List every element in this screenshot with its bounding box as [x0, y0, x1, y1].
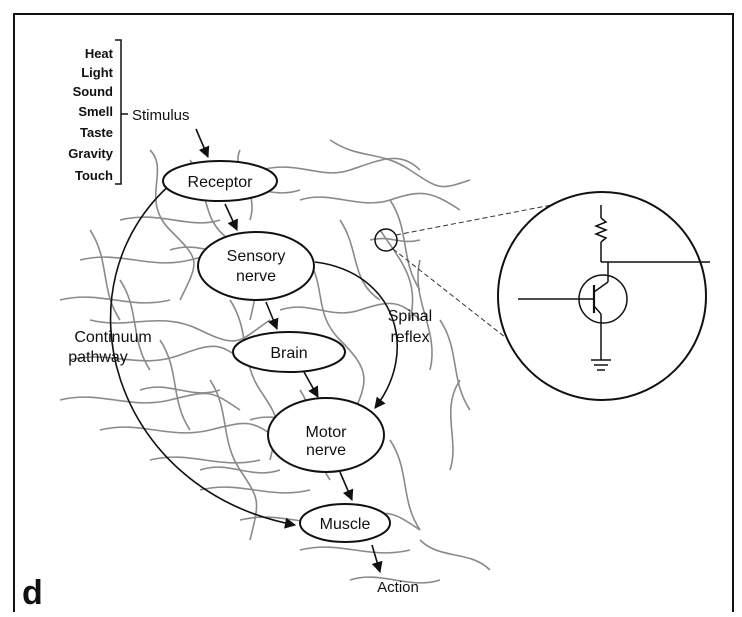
magnifier-spot	[374, 228, 398, 252]
motor-nerve-ellipse	[267, 397, 385, 473]
stimulus-item: Smell	[78, 104, 113, 119]
brain-node: Brain	[232, 331, 346, 373]
brain-label: Brain	[270, 345, 307, 362]
sensory-nerve-label-line1: Sensory	[227, 248, 286, 265]
resistor-icon	[593, 217, 609, 243]
muscle-node: Muscle	[299, 503, 391, 543]
spinal-reflex-label-line2: reflex	[390, 329, 429, 346]
emitter-lead	[593, 305, 602, 315]
sensory-nerve-ellipse	[197, 231, 315, 301]
continuum-pathway-label-line1: Continuum	[74, 329, 151, 346]
receptor-ellipse	[162, 160, 278, 202]
stimulus-item: Sound	[73, 84, 113, 99]
spinal-reflex-arrow	[314, 261, 398, 409]
stimulus-label: Stimulus	[132, 107, 190, 124]
panel-label: d	[22, 574, 43, 612]
motor-nerve-node: Motor nerve	[267, 397, 385, 473]
spinal-reflex-label-line1: Spinal	[388, 308, 432, 325]
brain-ellipse	[232, 331, 346, 373]
figure-frame	[13, 13, 734, 612]
zoom-line-bottom	[392, 248, 525, 353]
muscle-ellipse	[299, 503, 391, 543]
arrow-brain-motor	[303, 371, 319, 398]
receptor-label: Receptor	[188, 174, 254, 191]
sensory-nerve-node: Sensory nerve	[197, 231, 315, 301]
action-label: Action	[377, 579, 419, 596]
motor-nerve-label-line2: nerve	[306, 442, 346, 459]
continuum-pathway-arrow	[109, 182, 297, 529]
transistor-circuit-icon	[518, 205, 710, 371]
neural-fibers	[59, 139, 491, 584]
motor-nerve-label-line1: Motor	[306, 424, 348, 441]
stimulus-item: Taste	[80, 125, 113, 140]
stimulus-item: Gravity	[68, 146, 114, 161]
collector-lead	[593, 281, 609, 293]
receptor-node: Receptor	[162, 160, 278, 202]
arrow-sensory-brain	[265, 301, 279, 331]
magnified-circuit-circle	[497, 191, 707, 401]
muscle-label: Muscle	[320, 516, 371, 533]
stimulus-item: Light	[81, 65, 113, 80]
stimulus-list: Heat Light Sound Smell Taste Gravity Tou…	[68, 46, 114, 183]
zoom-line-top	[395, 196, 594, 236]
arrow-motor-muscle	[339, 471, 354, 502]
stimulus-item: Heat	[85, 46, 114, 61]
continuum-pathway-label-line2: pathway	[68, 349, 128, 366]
arrow-stimulus-receptor	[195, 128, 210, 159]
sensory-nerve-label-line2: nerve	[236, 268, 276, 285]
stimulus-bracket	[115, 39, 128, 185]
stimulus-item: Touch	[75, 168, 113, 183]
arrow-muscle-action	[371, 544, 383, 574]
arrow-receptor-sensory	[224, 203, 238, 232]
